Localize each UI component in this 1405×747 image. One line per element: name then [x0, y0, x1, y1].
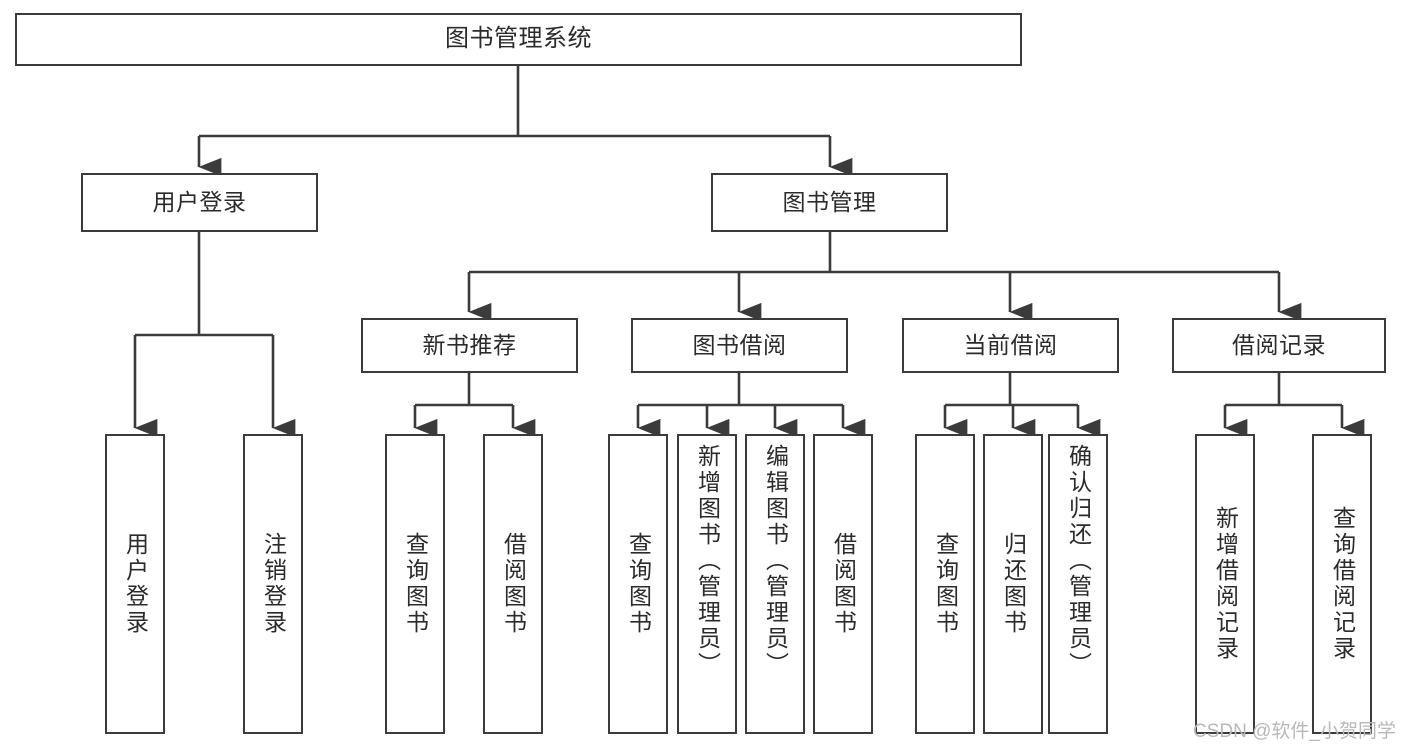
node-book-borrow-label: 图书借阅: [692, 331, 787, 358]
node-new-book-recommend-label: 新书推荐: [422, 331, 517, 358]
leaf-book-borrow-add[interactable]: 新增图书（管理员）: [677, 434, 737, 734]
node-book-management-label: 图书管理: [782, 188, 877, 215]
leaf-current-borrow-confirm-label: 确认归还（管理员）: [1065, 444, 1092, 678]
leaf-book-borrow-add-label: 新增图书（管理员）: [694, 444, 721, 678]
leaf-new-book-query-label: 查询图书: [402, 532, 429, 636]
node-root-system-label: 图书管理系统: [445, 25, 592, 53]
leaf-borrow-record-add-label: 新增借阅记录: [1212, 506, 1239, 662]
leaf-user-login-logout-label: 注销登录: [260, 532, 287, 636]
leaf-user-login-login[interactable]: 用户登录: [105, 434, 165, 734]
node-current-borrow[interactable]: 当前借阅: [902, 318, 1119, 373]
leaf-new-book-query[interactable]: 查询图书: [385, 434, 445, 734]
leaf-book-borrow-borrow[interactable]: 借阅图书: [813, 434, 873, 734]
leaf-current-borrow-confirm[interactable]: 确认归还（管理员）: [1048, 434, 1108, 734]
leaf-book-borrow-query-label: 查询图书: [625, 532, 652, 636]
node-book-borrow[interactable]: 图书借阅: [631, 318, 848, 373]
leaf-current-borrow-return-label: 归还图书: [1000, 532, 1027, 636]
leaf-user-login-logout[interactable]: 注销登录: [243, 434, 303, 734]
leaf-new-book-borrow-label: 借阅图书: [500, 532, 527, 636]
leaf-user-login-login-label: 用户登录: [122, 532, 149, 636]
watermark-text: CSDN @软件_小贺同学: [1193, 721, 1396, 742]
leaf-book-borrow-edit-label: 编辑图书（管理员）: [762, 444, 789, 678]
leaf-current-borrow-query[interactable]: 查询图书: [915, 434, 975, 734]
leaf-borrow-record-query-label: 查询借阅记录: [1329, 506, 1356, 662]
node-user-login-label: 用户登录: [152, 188, 247, 215]
leaf-current-borrow-query-label: 查询图书: [932, 532, 959, 636]
node-current-borrow-label: 当前借阅: [963, 331, 1058, 358]
node-user-login[interactable]: 用户登录: [81, 173, 318, 232]
leaf-new-book-borrow[interactable]: 借阅图书: [483, 434, 543, 734]
node-book-management[interactable]: 图书管理: [711, 173, 948, 232]
node-root-system[interactable]: 图书管理系统: [15, 13, 1022, 66]
node-borrow-record-label: 借阅记录: [1232, 331, 1326, 358]
node-borrow-record[interactable]: 借阅记录: [1172, 318, 1386, 373]
leaf-borrow-record-add[interactable]: 新增借阅记录: [1195, 434, 1255, 734]
leaf-book-borrow-edit[interactable]: 编辑图书（管理员）: [745, 434, 805, 734]
node-new-book-recommend[interactable]: 新书推荐: [361, 318, 578, 373]
leaf-current-borrow-return[interactable]: 归还图书: [983, 434, 1043, 734]
leaf-book-borrow-query[interactable]: 查询图书: [608, 434, 668, 734]
leaf-borrow-record-query[interactable]: 查询借阅记录: [1312, 434, 1372, 734]
leaf-book-borrow-borrow-label: 借阅图书: [830, 532, 857, 636]
